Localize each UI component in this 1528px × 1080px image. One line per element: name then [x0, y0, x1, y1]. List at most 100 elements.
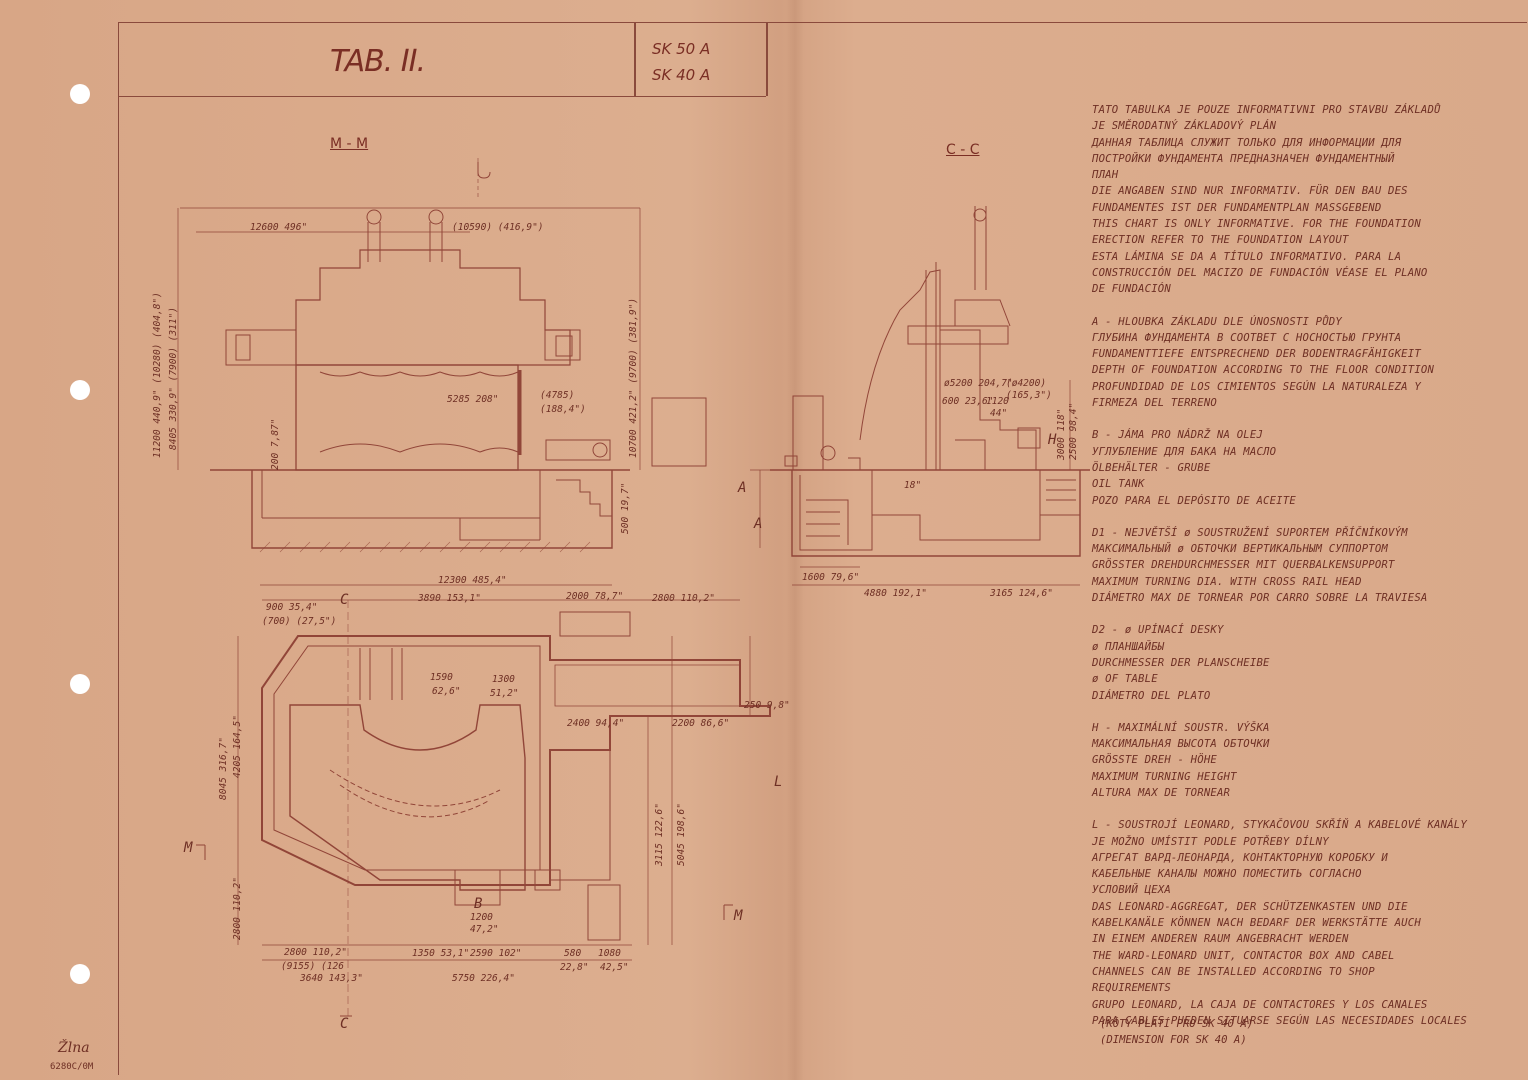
dim-label-vertical: 2800 110,2": [232, 877, 243, 940]
dim-marker-a: A: [753, 516, 762, 532]
dim-label: 22,8": [560, 962, 589, 973]
marker-l: L: [774, 774, 782, 790]
dim-label: 250 9,8": [744, 700, 790, 711]
notes-panel: TATO TABULKA JE POUZE INFORMATIVNI PRO S…: [1092, 102, 1492, 1029]
note-line: DE FUNDACIÓN: [1092, 283, 1171, 296]
document-code: 6280C/0M: [50, 1062, 94, 1072]
note-line: REQUIREMENTS: [1092, 982, 1171, 995]
dim-label: 12300 485,4": [438, 575, 507, 586]
note-line: CHANNELS CAN BE INSTALLED ACCORDING TO S…: [1092, 965, 1375, 978]
dim-label: (ø4200): [1006, 378, 1046, 389]
dim-label: 4880 192,1": [864, 588, 927, 599]
binder-hole: [70, 84, 90, 104]
section-marker-c: C: [340, 1016, 349, 1032]
dim-label: 1590: [430, 672, 453, 683]
note-line: H - MAXIMÁLNÍ SOUSTR. VÝŠKA: [1092, 721, 1270, 734]
sheet-title: TAB. II.: [330, 44, 426, 79]
dim-label-vertical: 4205 164,5": [232, 715, 243, 778]
note-line: ГЛУБИНА ФУНДАМЕНТА В СООТВЕТ С НОСНОСТЬЮ…: [1092, 331, 1402, 344]
dim-label-vertical: 8045 316,7": [218, 737, 229, 800]
dim-label: 2800 110,2": [284, 947, 347, 958]
dim-label: (188,4"): [540, 404, 586, 415]
dim-label-vertical: 500 19,7": [620, 483, 631, 534]
section-marker-m: M: [733, 908, 743, 924]
note-line: ПЛАН: [1092, 169, 1119, 182]
dim-label: 18": [904, 480, 921, 491]
dim-label-vertical: 11200 440,9" (10280) (404,8"): [152, 292, 163, 458]
note-line: THE WARD-LEONARD UNIT, CONTACTOR BOX AND…: [1092, 949, 1395, 962]
dim-label: 600 23,6": [942, 396, 993, 407]
dim-label-vertical: 10700 421,2" (9700) (381,9"): [628, 298, 639, 458]
note-line: JE SMĚRODATNÝ ZÁKLADOVÝ PLÁN: [1092, 120, 1277, 133]
note-line: DURCHMESSER DER PLANSCHEIBE: [1092, 656, 1270, 669]
note-line: GRÖSSTER DREHDURCHMESSER MIT QUERBALKENS…: [1092, 559, 1395, 572]
note-line: KABELKANÄLE KÖNNEN NACH BEDARF DER WERKS…: [1092, 917, 1421, 930]
binder-hole: [70, 674, 90, 694]
note-line: A - HLOUBKA ZÁKLADU DLE ÚNOSNOSTI PŮDY: [1092, 315, 1342, 328]
note-line: OIL TANK: [1092, 478, 1145, 491]
section-marker-c: C: [340, 592, 349, 608]
dim-label: 2800 110,2": [652, 593, 715, 604]
note-line: GRUPO LEONARD, LA CAJA DE CONTACTORES Y …: [1092, 998, 1428, 1011]
title-divider: [634, 22, 636, 96]
note-line: PARA CABLES PUEDEN SITUARSE SEGÚN LAS NE…: [1092, 1014, 1467, 1027]
dim-label: 12600 496": [250, 222, 307, 233]
section-cc-drawing: [770, 206, 1090, 586]
note-line: DAS LEONARD-AGGREGAT, DER SCHÜTZENKASTEN…: [1092, 900, 1408, 913]
note-line: MAXIMUM TURNING DIA. WITH CROSS RAIL HEA…: [1092, 575, 1362, 588]
note-line: POZO PARA EL DEPÓSITO DE ACEITE: [1092, 494, 1296, 507]
note-line: ø ПЛАНШАЙБЫ: [1092, 640, 1165, 653]
note-line: МАКСИМАЛЬНЫЙ ø ОБТОЧКИ ВЕРТИКАЛЬНЫМ СУПП…: [1092, 543, 1389, 556]
dim-label: 2590 102": [470, 948, 521, 959]
dim-label: 5750 226,4": [452, 973, 515, 984]
dim-label-vertical: 200 7,87": [270, 419, 281, 470]
note-line: DEPTH OF FOUNDATION ACCORDING TO THE FLO…: [1092, 364, 1435, 377]
note-line: FUNDAMENTES IST DER FUNDAMENTPLAN MASSGE…: [1092, 201, 1382, 214]
note-line: МАКСИМАЛЬНАЯ ВЫСОТА ОБТОЧКИ: [1092, 738, 1270, 751]
title-block: [118, 22, 766, 97]
dim-label: 2400 94,4": [567, 718, 624, 729]
dim-label: 1200: [470, 912, 493, 923]
drawing-frame: [118, 22, 1527, 1075]
dim-label: 62,6": [432, 686, 461, 697]
dim-label: 2000 78,7": [566, 591, 623, 602]
section-marker-m: M: [183, 840, 193, 856]
dim-label: 1300: [492, 674, 515, 685]
section-label-mm: M - M: [330, 136, 369, 152]
dim-label: 51,2": [490, 688, 519, 699]
section-label-cc: C - C: [946, 142, 980, 158]
dim-label: 3640 143,3": [299, 973, 363, 984]
marker-b: B: [474, 896, 482, 912]
note-line: УСЛОВИЙ ЦЕХА: [1092, 884, 1171, 897]
dim-label-vertical: 2500 98,4": [1068, 403, 1079, 460]
note-line: ø OF TABLE: [1092, 673, 1158, 686]
note-line: DIE ANGABEN SIND NUR INFORMATIV. FÜR DEN…: [1092, 185, 1408, 198]
dim-label: ø5200 204,7": [944, 378, 1013, 389]
note-line: MAXIMUM TURNING HEIGHT: [1092, 770, 1237, 783]
dim-label: 1120: [986, 396, 1009, 407]
dim-label: 1080: [598, 948, 621, 959]
dim-label: (9155) (126: [281, 961, 344, 972]
note-line: TATO TABULKA JE POUZE INFORMATIVNI PRO S…: [1092, 104, 1441, 116]
note-line: УГЛУБЛЕНИЕ ДЛЯ БАКА НА МАСЛО: [1092, 445, 1277, 458]
dim-label-vertical: 3115 122,6": [654, 803, 665, 867]
note-line: DIÁMETRO DEL PLATO: [1092, 689, 1211, 702]
note-line: D2 - ø UPÍNACÍ DESKY: [1092, 624, 1224, 637]
dim-marker-a: A: [737, 480, 746, 496]
dim-label: (4785): [540, 390, 574, 401]
note-line: FUNDAMENTTIEFE ENTSPRECHEND DER BODENTRA…: [1092, 348, 1421, 361]
dim-label: 1350 53,1": [412, 948, 469, 959]
note-line: КАБЕЛЬНЫЕ КАНАЛЫ МОЖНО ПОМЕСТИТЬ СОГЛАСН…: [1092, 868, 1362, 881]
model-label: SK 50 A: [652, 40, 711, 58]
dim-label: 47,2": [470, 924, 499, 935]
note-line: ESTA LÁMINA SE DA A TÍTULO INFORMATIVO. …: [1092, 250, 1402, 263]
note-line: ПОСТРОЙКИ ФУНДАМЕНТА ПРЕДНАЗНАЧЕН ФУНДАМ…: [1092, 152, 1395, 165]
dim-label: (10590) (416,9"): [452, 222, 544, 233]
note-line: ERECTION REFER TO THE FOUNDATION LAYOUT: [1092, 234, 1349, 247]
title-block-border: [766, 22, 768, 96]
dim-label: 42,5": [600, 962, 629, 973]
dimension-note: (KÓTY PLATÍ PRO SK 40 A): [1100, 1018, 1254, 1030]
note-line: B - JÁMA PRO NÁDRŽ NA OLEJ: [1092, 429, 1264, 442]
dim-label-vertical: 5045 198,6": [676, 803, 687, 866]
dim-label: (700) (27,5"): [262, 616, 336, 627]
